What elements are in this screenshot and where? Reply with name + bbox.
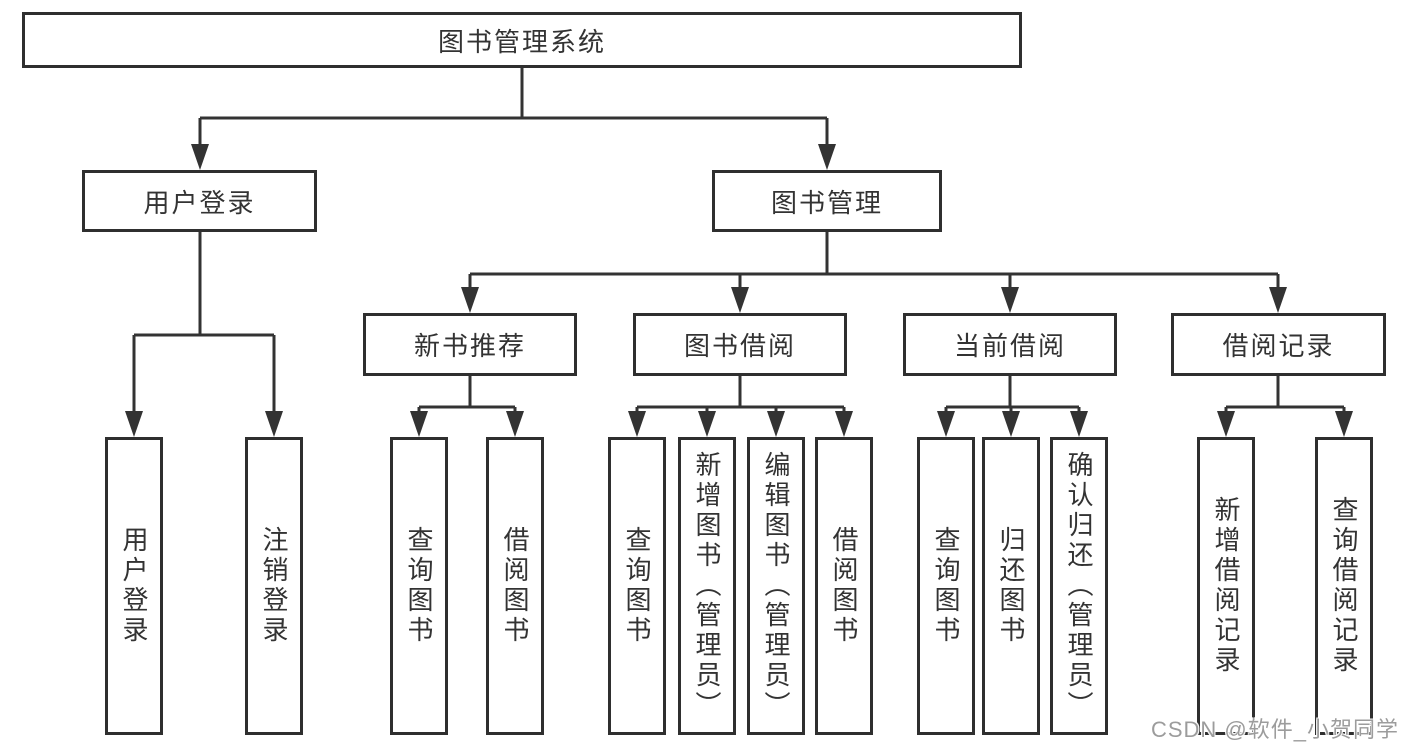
node-label: 用户登录 bbox=[119, 526, 149, 646]
node-label: 注销登录 bbox=[259, 526, 289, 646]
leaf-query-books-borrowing: 查询图书 bbox=[608, 437, 666, 735]
node-label: 图书借阅 bbox=[683, 331, 796, 361]
node-label: 查询图书 bbox=[404, 526, 434, 646]
leaf-add-book-admin: 新增图书（管理员） bbox=[678, 437, 736, 735]
node-label: 查询图书 bbox=[622, 526, 652, 646]
node-label: 查询图书 bbox=[931, 526, 961, 646]
node-label: 图书管理 bbox=[770, 187, 883, 218]
leaf-edit-book-admin: 编辑图书（管理员） bbox=[747, 437, 805, 735]
node-label: 图书管理系统 bbox=[437, 26, 606, 57]
node-new-book-recommendation: 新书推荐 bbox=[363, 313, 577, 376]
leaf-add-borrow-record: 新增借阅记录 bbox=[1197, 437, 1255, 735]
node-label: 借阅图书 bbox=[829, 526, 859, 646]
csdn-watermark: CSDN @软件_小贺同学 bbox=[1150, 717, 1399, 742]
node-book-management: 图书管理 bbox=[712, 170, 942, 232]
leaf-return-books: 归还图书 bbox=[982, 437, 1040, 735]
node-current-borrowing: 当前借阅 bbox=[903, 313, 1117, 376]
node-label: 查询借阅记录 bbox=[1329, 496, 1359, 676]
leaf-query-borrow-record: 查询借阅记录 bbox=[1315, 437, 1373, 735]
node-label: 编辑图书（管理员） bbox=[761, 451, 791, 721]
node-library-management-system: 图书管理系统 bbox=[22, 12, 1022, 68]
node-borrowing-records: 借阅记录 bbox=[1171, 313, 1386, 376]
node-label: 借阅记录 bbox=[1222, 331, 1335, 361]
node-label: 新增图书（管理员） bbox=[692, 451, 722, 721]
node-label: 新增借阅记录 bbox=[1211, 496, 1241, 676]
node-label: 用户登录 bbox=[143, 187, 256, 218]
node-book-borrowing: 图书借阅 bbox=[633, 313, 847, 376]
node-user-login: 用户登录 bbox=[82, 170, 317, 232]
leaf-borrow-books-borrowing: 借阅图书 bbox=[815, 437, 873, 735]
leaf-borrow-books-recommend: 借阅图书 bbox=[486, 437, 544, 735]
leaf-query-books-current: 查询图书 bbox=[917, 437, 975, 735]
node-label: 新书推荐 bbox=[413, 331, 526, 361]
leaf-query-books-recommend: 查询图书 bbox=[390, 437, 448, 735]
leaf-logout: 注销登录 bbox=[245, 437, 303, 735]
node-label: 确认归还（管理员） bbox=[1064, 451, 1094, 721]
leaf-user-login: 用户登录 bbox=[105, 437, 163, 735]
leaf-confirm-return-admin: 确认归还（管理员） bbox=[1050, 437, 1108, 735]
node-label: 当前借阅 bbox=[953, 331, 1066, 361]
node-label: 借阅图书 bbox=[500, 526, 530, 646]
node-label: 归还图书 bbox=[996, 526, 1026, 646]
